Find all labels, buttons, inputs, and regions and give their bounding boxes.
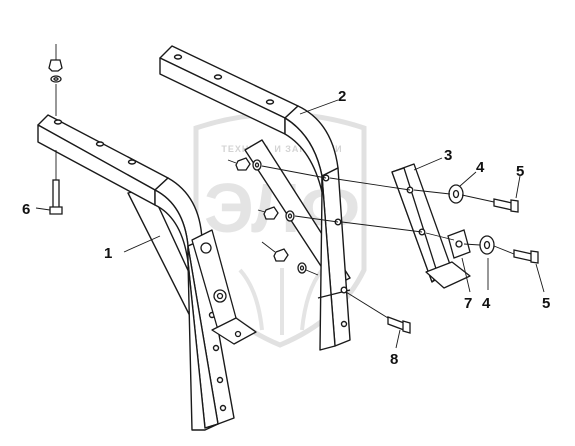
part-4-washers: [448, 184, 495, 255]
part-3-right-bracket: [391, 163, 471, 289]
callout-4-bottom: 4: [482, 295, 491, 312]
callout-4-top: 4: [476, 159, 485, 176]
callout-2: 2: [338, 88, 346, 105]
callout-leaders: [35, 99, 545, 349]
part-6-bolt-assembly: [48, 59, 63, 215]
callout-3: 3: [444, 147, 452, 164]
wheat-icon: [238, 268, 324, 335]
left-bracket: [191, 229, 257, 345]
callout-6: 6: [22, 201, 30, 218]
part-1-left-frame-bar: [37, 114, 235, 431]
callout-5-bottom: 5: [542, 295, 550, 312]
callout-8: 8: [390, 351, 398, 368]
part-2-right-frame-bar: [159, 45, 351, 351]
callout-5-top: 5: [516, 163, 524, 180]
callout-labels: 1 2 3 4 4 5 5 6 7 8: [22, 88, 550, 368]
callout-7: 7: [464, 295, 472, 312]
part-8-bolt: [387, 316, 411, 334]
part-7-spacer-plate: [447, 229, 471, 259]
part-5-bolts: [493, 198, 539, 264]
watermark-top-text: ТЕХНИКА И ЗАПЧАСТИ: [221, 144, 342, 154]
nuts-and-washers: [235, 157, 307, 274]
assembly-lines: [55, 44, 515, 319]
callout-1: 1: [104, 245, 112, 262]
